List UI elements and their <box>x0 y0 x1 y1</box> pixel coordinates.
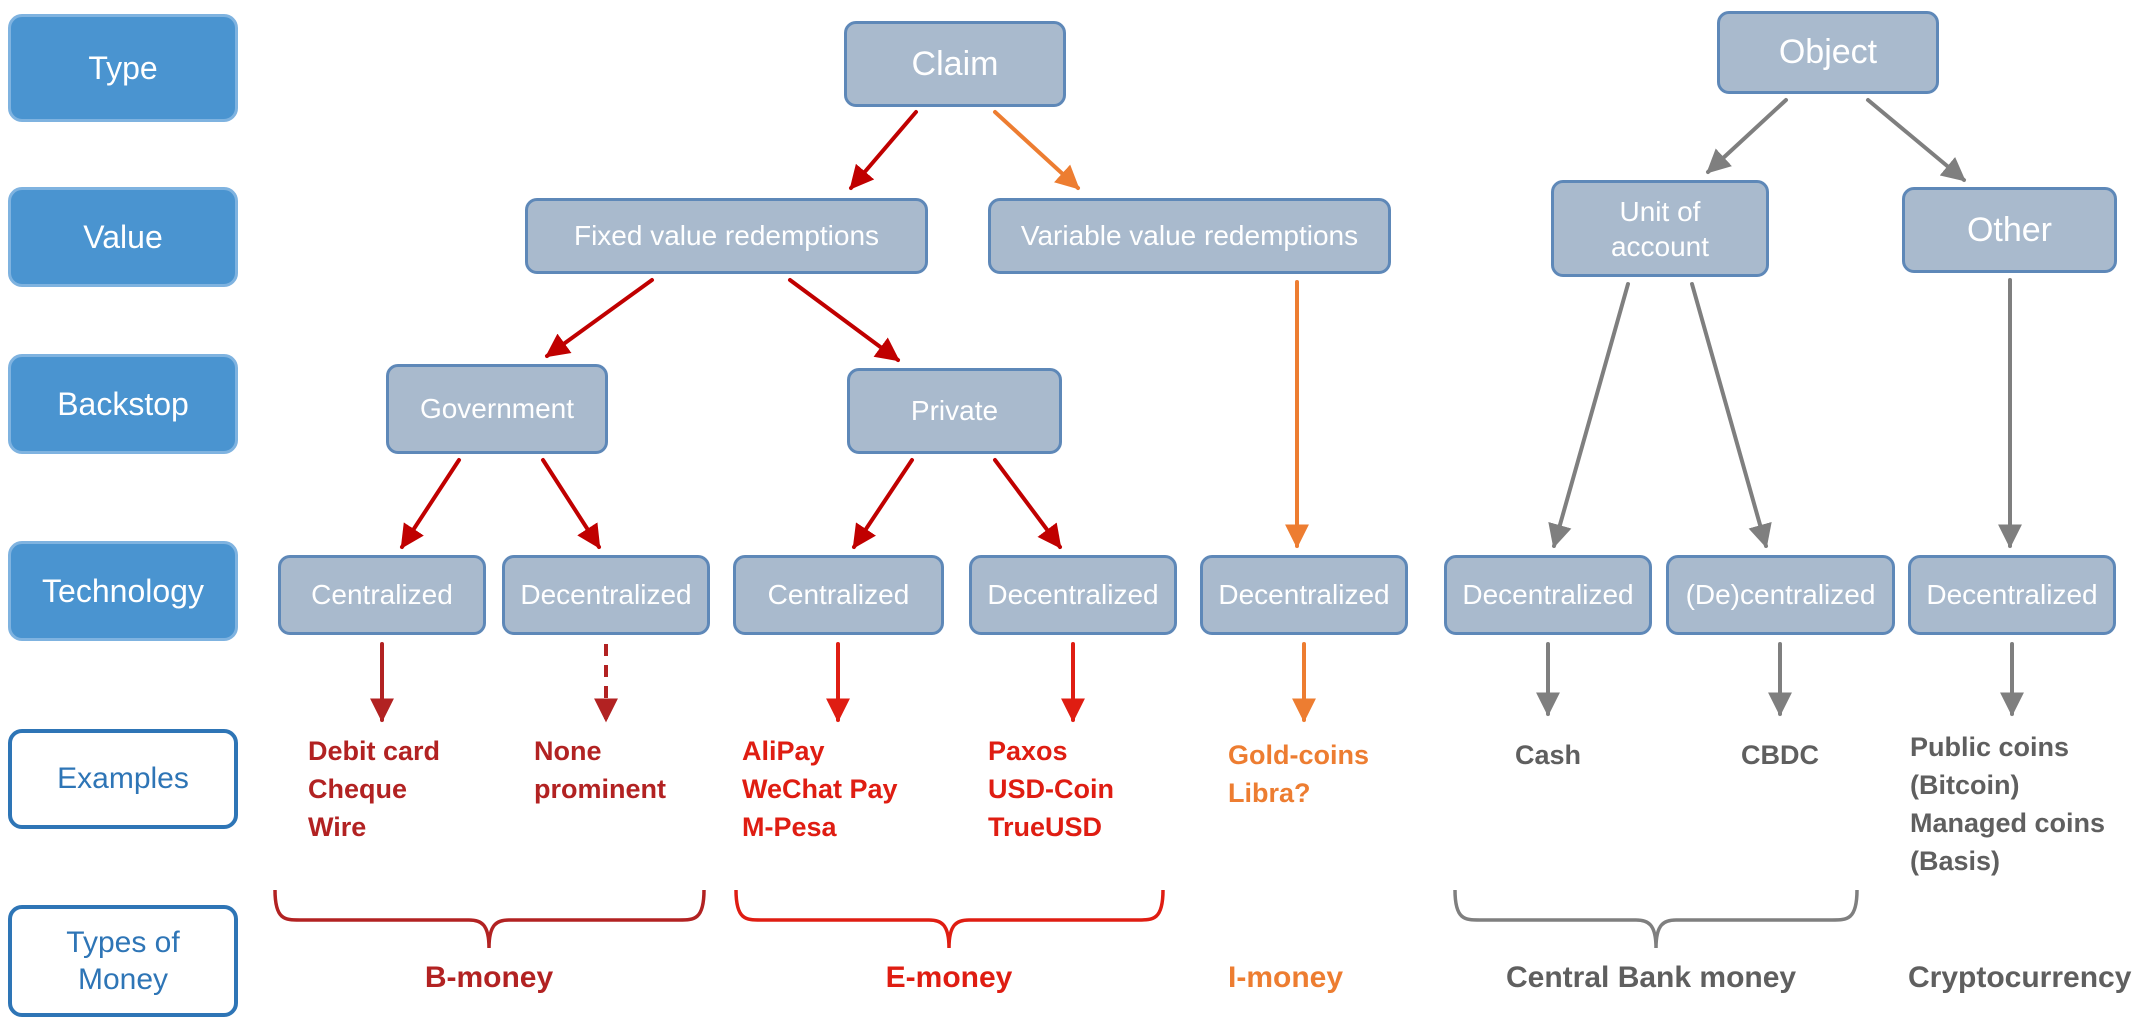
money-type-e-money: E-money <box>849 958 1049 998</box>
node-variable-decentralized: Decentralized <box>1200 555 1408 635</box>
node-government: Government <box>386 364 608 454</box>
money-type-i-money: I-money <box>1228 958 1343 998</box>
node-priv-decentralized-text: Decentralized <box>987 579 1159 610</box>
example-line: Cash <box>1514 740 1582 770</box>
arrow-fixed-to-private <box>788 278 900 362</box>
row-label-value: Value <box>8 187 238 287</box>
node-other-text: Other <box>1966 210 2053 249</box>
example-line: USD-Coin <box>988 774 1114 804</box>
node-fixed-value-redemptions: Fixed value redemptions <box>525 198 928 274</box>
example-line: Managed coins <box>1910 808 2106 838</box>
examples-uoa-decentralized: Cash <box>1448 736 1648 774</box>
arrow-claim-to-variable <box>993 110 1080 190</box>
node-unit-of-account: Unit of account <box>1551 180 1769 277</box>
example-line: TrueUSD <box>988 812 1103 842</box>
arrow-government-to-centralized <box>400 458 461 550</box>
node-variable-value-redemptions-text: Variable value redemptions <box>1020 220 1359 251</box>
example-line: M-Pesa <box>742 812 837 842</box>
node-uoa-de-centralized: (De)centralized <box>1666 555 1895 635</box>
row-label-technology: Technology <box>8 541 238 641</box>
arrow-object-to-other <box>1866 98 1966 182</box>
node-gov-centralized: Centralized <box>278 555 486 635</box>
arrow-claim-to-fixed <box>849 110 918 190</box>
row-label-types-of-money-text: Types of Money <box>66 925 180 997</box>
example-line: Paxos <box>988 736 1068 766</box>
arrow-private-to-centralized <box>852 458 914 549</box>
node-variable-value-redemptions: Variable value redemptions <box>988 198 1391 274</box>
money-type-i-money-text: I-money <box>1228 961 1344 994</box>
node-other-decentralized-text: Decentralized <box>1926 579 2098 610</box>
example-line: CBDC <box>1741 740 1819 770</box>
examples-variable-decentralized: Gold-coins Libra? <box>1228 736 1369 812</box>
examples-other-decentralized: Public coins (Bitcoin) Managed coins (Ba… <box>1910 728 2105 880</box>
examples-priv-centralized: AliPay WeChat Pay M-Pesa <box>742 732 898 846</box>
row-label-technology-text: Technology <box>42 572 204 609</box>
arrow-object-to-unit-of-account <box>1706 98 1788 174</box>
example-line: prominent <box>534 774 666 804</box>
money-type-cryptocurrency-text: Cryptocurrency <box>1908 961 2132 994</box>
example-line: Debit card <box>308 736 441 766</box>
node-other: Other <box>1902 187 2117 273</box>
arrow-fixed-to-government <box>545 278 654 358</box>
brace-b-money <box>273 889 706 949</box>
node-claim: Claim <box>844 21 1066 107</box>
node-variable-decentralized-text: Decentralized <box>1218 579 1390 610</box>
example-line: (Basis) <box>1910 846 2001 876</box>
node-priv-centralized: Centralized <box>733 555 944 635</box>
row-label-backstop: Backstop <box>8 354 238 454</box>
row-label-examples: Examples <box>8 729 238 829</box>
money-type-b-money: B-money <box>389 958 589 998</box>
arrow-private-to-decentralized <box>993 458 1062 549</box>
node-object-text: Object <box>1778 33 1878 71</box>
money-type-central-bank: Central Bank money <box>1506 958 1796 998</box>
node-private: Private <box>847 368 1062 454</box>
examples-priv-decentralized: Paxos USD-Coin TrueUSD <box>988 732 1114 846</box>
brace-e-money <box>734 889 1165 949</box>
example-line: WeChat Pay <box>742 774 898 804</box>
node-gov-decentralized: Decentralized <box>502 555 710 635</box>
row-label-value-text: Value <box>83 218 163 255</box>
node-uoa-de-centralized-text: (De)centralized <box>1685 579 1876 610</box>
node-private-text: Private <box>910 395 999 426</box>
node-priv-centralized-text: Centralized <box>767 579 910 610</box>
row-label-types-of-money: Types of Money <box>8 905 238 1017</box>
example-line: Public coins <box>1910 732 2070 762</box>
example-line: Cheque <box>308 774 408 804</box>
example-line: Gold-coins <box>1228 740 1369 770</box>
example-line: Libra? <box>1228 778 1311 808</box>
arrow-uoa-to-decentralized <box>1548 282 1630 549</box>
examples-gov-decentralized: None prominent <box>534 732 666 808</box>
node-object: Object <box>1717 11 1939 94</box>
row-label-type-text: Type <box>88 49 158 86</box>
money-type-central-bank-text: Central Bank money <box>1506 961 1797 994</box>
row-label-examples-text: Examples <box>57 762 189 795</box>
node-uoa-decentralized-text: Decentralized <box>1462 579 1634 610</box>
node-other-decentralized: Decentralized <box>1908 555 2116 635</box>
node-government-text: Government <box>419 393 575 424</box>
examples-gov-centralized: Debit card Cheque Wire <box>308 732 440 846</box>
node-priv-decentralized: Decentralized <box>969 555 1177 635</box>
node-claim-text: Claim <box>911 44 999 83</box>
brace-central-bank-money <box>1453 889 1859 949</box>
node-uoa-decentralized: Decentralized <box>1444 555 1652 635</box>
node-gov-decentralized-text: Decentralized <box>520 579 692 610</box>
row-label-backstop-text: Backstop <box>57 385 189 422</box>
arrow-government-to-decentralized <box>541 458 601 550</box>
money-type-cryptocurrency: Cryptocurrency <box>1908 958 2131 998</box>
money-type-b-money-text: B-money <box>424 961 554 994</box>
node-unit-of-account-text: Unit of account <box>1610 195 1710 262</box>
node-fixed-value-redemptions-text: Fixed value redemptions <box>573 220 880 251</box>
example-line: (Bitcoin) <box>1910 770 2020 800</box>
node-gov-centralized-text: Centralized <box>311 579 453 610</box>
example-line: AliPay <box>742 736 825 766</box>
row-label-type: Type <box>8 14 238 122</box>
money-type-e-money-text: E-money <box>885 961 1013 994</box>
examples-uoa-de-centralized: CBDC <box>1680 736 1880 774</box>
example-line: None <box>534 736 602 766</box>
arrow-uoa-to-de-centralized <box>1690 282 1772 549</box>
example-line: Wire <box>308 812 367 842</box>
